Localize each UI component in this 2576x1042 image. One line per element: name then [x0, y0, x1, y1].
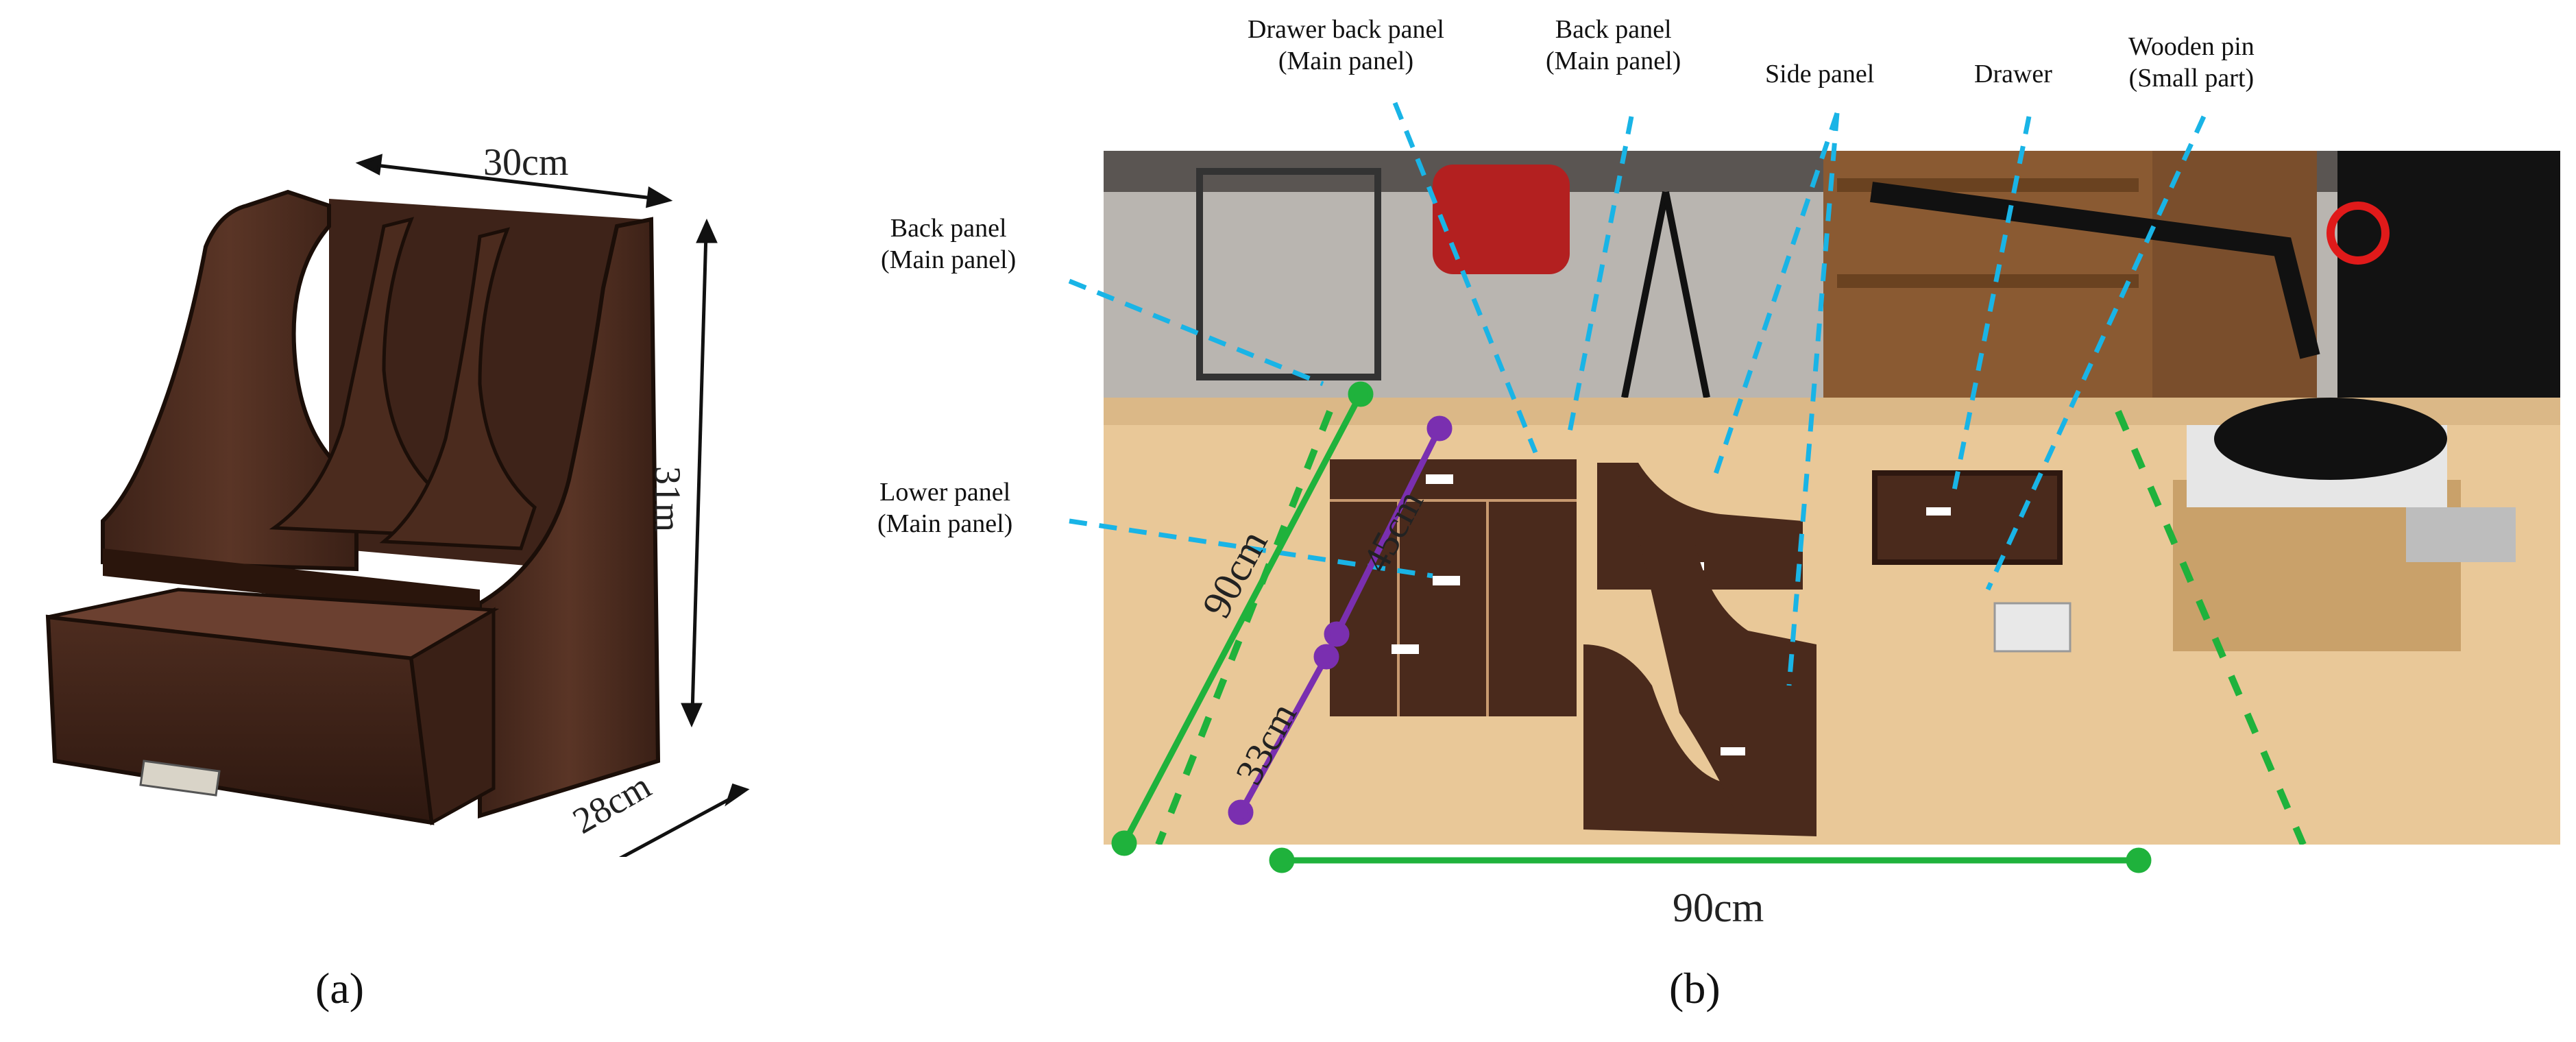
desk-organizer-illustration: [45, 154, 750, 923]
callout-side-panel: Side panel: [1765, 60, 1875, 88]
callout-line-back-panel-left: [1068, 278, 1324, 387]
width-dimension-label: 30cm: [483, 141, 569, 184]
callout-drawer-back-panel: Drawer back panel (Main panel): [1248, 15, 1444, 75]
panel-a: 30cm 31m 28cm (a): [0, 0, 754, 1042]
callout-line-drawer: [1951, 116, 2032, 494]
callout-line-side-panel-lower: [1786, 112, 1840, 686]
callout-wooden-pin: Wooden pin (Small part): [2128, 32, 2255, 93]
callout-line-wooden-pin: [1985, 115, 2207, 591]
callout-drawer: Drawer: [1974, 60, 2052, 88]
callout-line-drawer-back-panel: [1392, 101, 1538, 454]
callout-line-side-panel: [1711, 112, 1840, 481]
callout-lower-panel: Lower panel (Main panel): [877, 478, 1013, 538]
panel-a-label: (a): [315, 964, 365, 1013]
measurement-green-horizontal: 90cm: [1673, 885, 1764, 930]
parts-photo: [1104, 151, 2560, 845]
drawer-handle-icon: [139, 760, 221, 797]
callout-line-back-panel-top: [1567, 116, 1634, 433]
callout-back-panel-left: Back panel (Main panel): [881, 214, 1017, 274]
callout-back-panel-top: Back panel (Main panel): [1546, 15, 1681, 75]
panel-b-label: (b): [1669, 964, 1721, 1013]
